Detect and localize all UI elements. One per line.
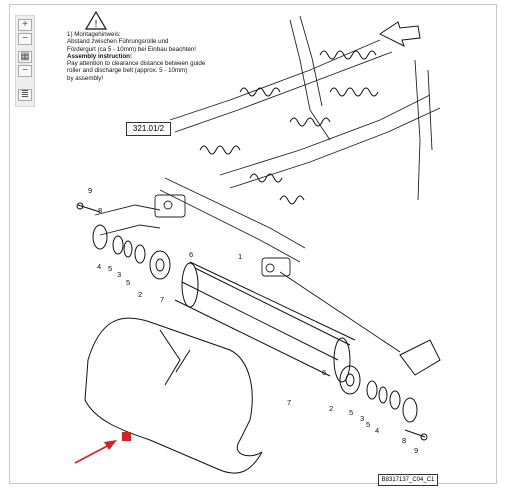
frame-structure [94,15,441,277]
callout-3[interactable]: 3 [117,270,122,279]
drawing-id-label: B8317137_C04_C1 [378,474,438,486]
leader-line [279,271,401,353]
zoom-out-button[interactable]: − [18,33,32,45]
note-title-en: Assembly instruction: [67,52,132,60]
note-text-de-1: Abstand zwischen Führungsrolle und [67,38,169,46]
callout-8[interactable]: 8 [98,206,103,215]
fit-view-button[interactable]: ▦ [18,51,32,63]
warning-icon: ! [84,10,108,30]
note-text-de-2: Fördergurt (ca 5 - 10mm) bei Einbau beac… [67,45,196,53]
note-text-en-2: roller and discharge belt (approx. 5 - 1… [67,67,188,75]
callout-5[interactable]: 5 [366,420,371,429]
callout-9[interactable]: 9 [414,446,419,455]
callout-1[interactable]: 1 [238,252,243,261]
svg-text:!: ! [95,19,98,30]
note-text-en-1: Pay attention to clearance distance betw… [67,60,206,68]
direction-arrow-icon [379,21,421,47]
guide-roller [174,261,356,383]
note-title-de: 1) Montagehinweis: [67,31,121,38]
reference-label[interactable]: 321.01/2 [126,122,171,136]
callout-9[interactable]: 9 [88,186,93,195]
left-bearing-parts [76,202,171,280]
callout-6[interactable]: 6 [322,368,327,377]
callout-7[interactable]: 7 [160,295,165,304]
viewer-toolbar: + − ▦ − ≣ [15,15,35,107]
list-button[interactable]: ≣ [18,89,32,101]
discharge-belt [84,317,263,474]
callout-8[interactable]: 8 [402,436,407,445]
callout-3[interactable]: 3 [360,414,365,423]
callout-5[interactable]: 5 [108,264,113,273]
zoom-in-button[interactable]: + [18,19,32,31]
pointer-arrow-icon [74,440,117,464]
callout-4[interactable]: 4 [97,262,102,271]
right-bearing-parts [339,339,441,441]
callout-4[interactable]: 4 [375,426,380,435]
callout-5[interactable]: 5 [126,278,131,287]
assembly-note: 1) Montagehinweis: Abstand zwischen Führ… [67,31,307,82]
callout-7[interactable]: 7 [287,398,292,407]
callout-5[interactable]: 5 [349,408,354,417]
callout-2[interactable]: 2 [138,290,143,299]
highlight-marker[interactable] [122,432,131,441]
callout-2[interactable]: 2 [329,404,334,413]
spring-assemblies [199,50,379,205]
callout-6[interactable]: 6 [189,250,194,259]
reset-button[interactable]: − [18,65,32,77]
note-text-en-3: by assembly! [67,74,104,82]
